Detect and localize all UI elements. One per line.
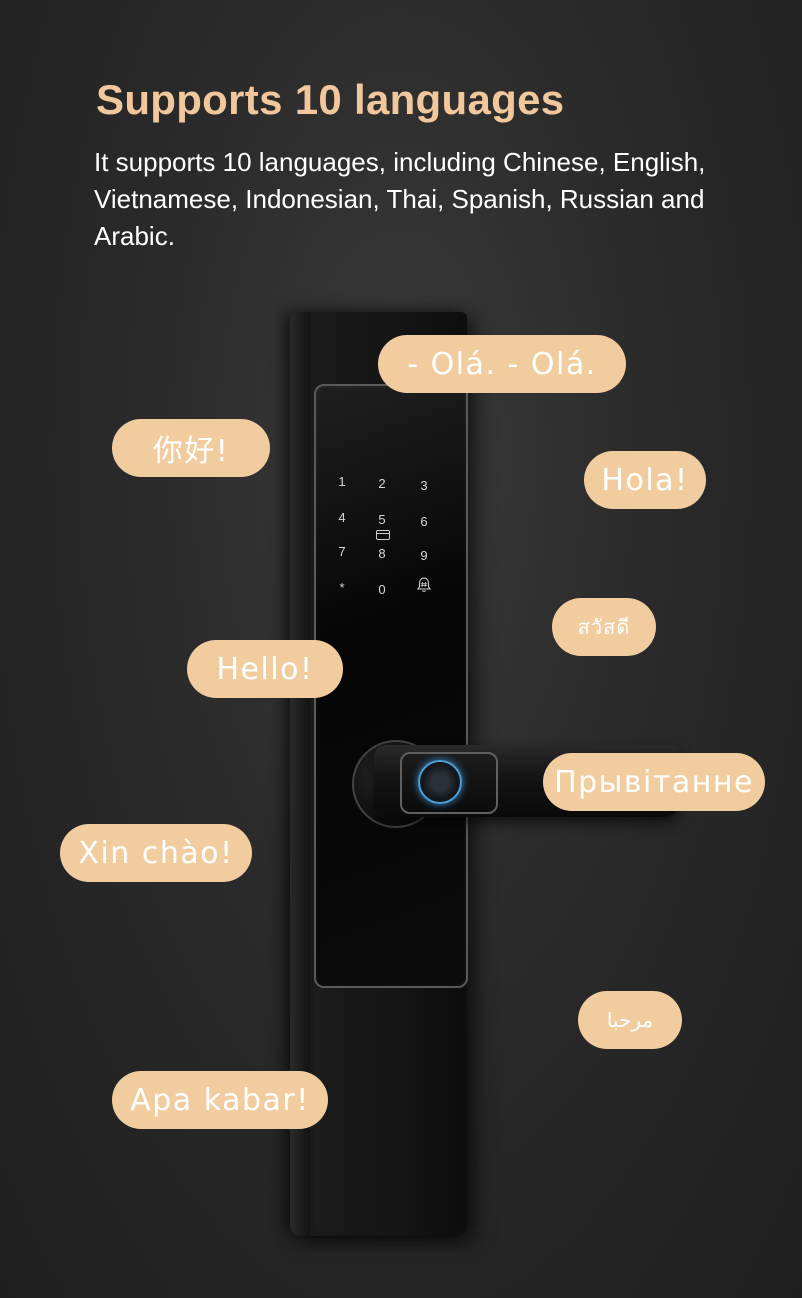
card-icon <box>376 530 390 540</box>
lock-lower-body <box>314 988 464 1232</box>
key-1: 1 <box>338 474 346 489</box>
bubble-arabic: مرحبا <box>578 991 682 1049</box>
key-8: 8 <box>378 546 386 561</box>
bubble-thai: สวัสดี <box>552 598 656 656</box>
description: It supports 10 languages, including Chin… <box>94 147 706 251</box>
key-4: 4 <box>338 510 346 525</box>
key-6: 6 <box>420 514 428 529</box>
keypad-panel: 1 2 3 4 5 6 7 8 9 * 0 <box>314 384 468 988</box>
bubble-indonesian: Apa kabar! <box>112 1071 328 1129</box>
headline: Supports 10 languages <box>96 76 565 123</box>
bubble-belarusian: Прывітанне <box>543 753 765 811</box>
key-3: 3 <box>420 478 428 493</box>
bubble-chinese: 你好! <box>112 419 270 477</box>
bubble-vietnamese: Xin chào! <box>60 824 252 882</box>
key-star: * <box>339 580 345 595</box>
key-2: 2 <box>378 476 386 491</box>
bubble-spanish: Hola! <box>584 451 706 509</box>
key-7: 7 <box>338 544 346 559</box>
lock-side-edge <box>290 312 310 1236</box>
fingerprint-sensor-icon <box>418 760 462 804</box>
bell-icon <box>416 577 432 592</box>
key-5: 5 <box>378 512 386 527</box>
bubble-english: Hello! <box>187 640 343 698</box>
key-0: 0 <box>378 582 386 597</box>
key-9: 9 <box>420 548 428 563</box>
bubble-portuguese: - Olá. - Olá. <box>378 335 626 393</box>
